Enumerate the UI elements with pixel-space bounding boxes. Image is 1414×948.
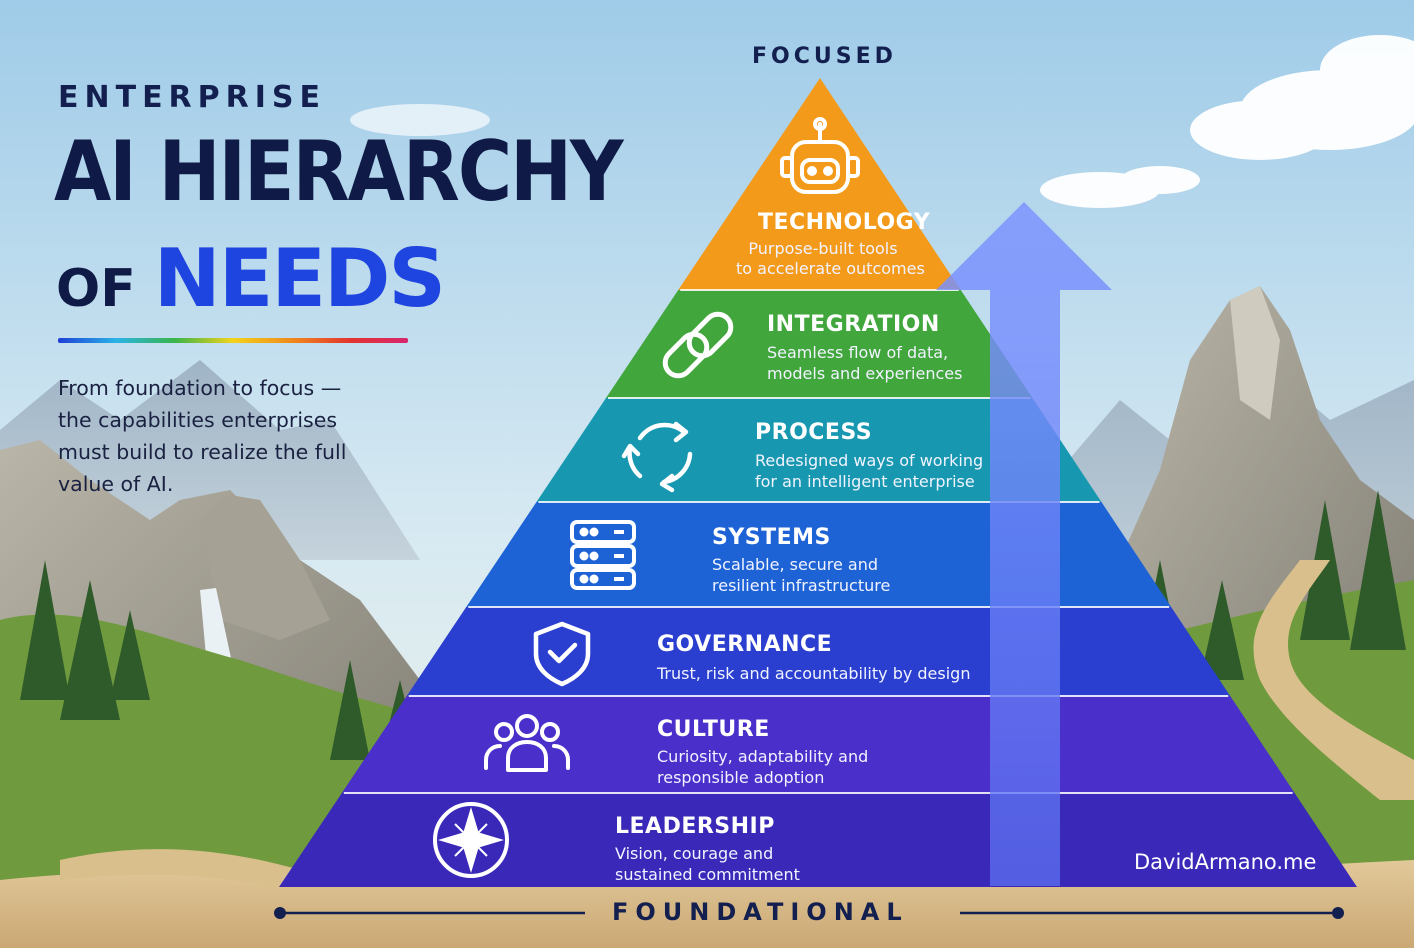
- tier-leadership-band: [279, 793, 1357, 887]
- clouds: [350, 35, 1414, 208]
- trail-right: [1253, 560, 1414, 800]
- tier-technology-desc1: Purpose-built tools: [748, 239, 898, 258]
- tier-culture-desc1: Curiosity, adaptability and: [657, 747, 869, 766]
- tier-leadership-desc2: sustained commitment: [615, 865, 800, 884]
- tier-integration-title: INTEGRATION: [767, 312, 940, 337]
- page-title-line2: OF NEEDS: [56, 232, 446, 325]
- tier-process-desc1: Redesigned ways of working: [755, 451, 984, 470]
- header-kicker: ENTERPRISE: [58, 80, 327, 115]
- tier-governance-title: GOVERNANCE: [657, 632, 833, 657]
- tier-systems-title: SYSTEMS: [712, 525, 831, 550]
- tier-integration-desc2: models and experiences: [767, 364, 963, 383]
- robot-icon: [780, 117, 860, 194]
- shield-check-icon: [533, 621, 591, 687]
- tier-technology-title: TECHNOLOGY: [758, 210, 931, 235]
- compass-icon: [433, 802, 509, 878]
- server-icon: [570, 520, 636, 590]
- upward-arrow: [936, 202, 1112, 886]
- tier-process-desc2: for an intelligent enterprise: [755, 472, 975, 491]
- tier-process-title: PROCESS: [755, 420, 873, 445]
- cycle-icon: [621, 421, 693, 493]
- link-icon: [662, 311, 734, 379]
- intro-text: From foundation to focus — the capabilit…: [58, 376, 347, 496]
- people-icon: [484, 714, 570, 772]
- title-of: OF: [56, 259, 136, 319]
- tier-systems-desc1: Scalable, secure and: [712, 555, 878, 574]
- tier-culture-desc2: responsible adoption: [657, 768, 825, 787]
- page-title: AI HIERARCHY: [54, 124, 624, 221]
- title-needs: NEEDS: [153, 232, 446, 325]
- mountain-right-highlight: [1230, 286, 1280, 420]
- tier-technology-desc2: to accelerate outcomes: [736, 259, 925, 278]
- tier-integration-desc1: Seamless flow of data,: [767, 343, 949, 362]
- tier-leadership-desc1: Vision, courage and: [615, 844, 774, 863]
- foundational-label: FOUNDATIONAL: [612, 898, 909, 926]
- credit: DavidArmano.me: [1134, 850, 1317, 874]
- foundational-baseline: [274, 907, 1344, 919]
- tier-systems-desc2: resilient infrastructure: [712, 576, 891, 595]
- tier-leadership-title: LEADERSHIP: [615, 814, 775, 839]
- cliff-left-face: [200, 495, 330, 640]
- trail-left: [60, 849, 300, 890]
- focused-label: FOCUSED: [752, 44, 897, 69]
- tier-culture-title: CULTURE: [657, 717, 770, 742]
- rainbow-divider: [58, 338, 408, 343]
- tier-governance-desc1: Trust, risk and accountability by design: [657, 664, 971, 683]
